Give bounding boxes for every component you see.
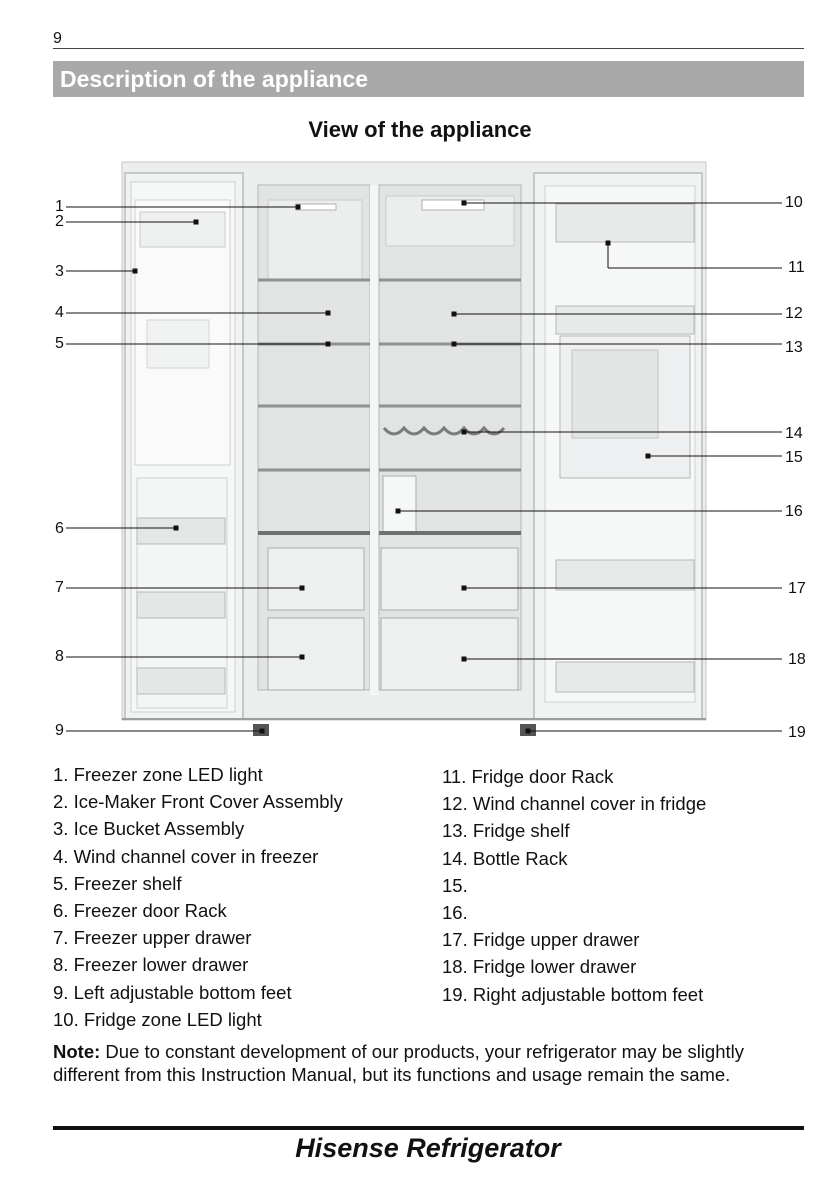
- callout-19: 19: [788, 724, 806, 741]
- list-item: 6. Freezer door Rack: [53, 900, 227, 922]
- list-item: 14. Bottle Rack: [442, 847, 568, 869]
- callout-15: 15: [785, 449, 803, 466]
- fridge-door-rack-1: [555, 203, 695, 243]
- callout-17: 17: [788, 580, 806, 597]
- list-item: 18. Fridge lower drawer: [442, 956, 637, 978]
- page-number: 9: [53, 30, 62, 47]
- freezer-door-rack-3: [136, 667, 226, 695]
- bottom-divider: [53, 1126, 804, 1130]
- callout-9: 9: [55, 722, 64, 739]
- bottle-rack: [382, 425, 506, 436]
- figure-title: View of the appliance: [308, 117, 532, 142]
- list-item: 10. Fridge zone LED light: [53, 1008, 262, 1030]
- list-item: 17. Fridge upper drawer: [442, 929, 640, 951]
- freezer-door-rack-1: [136, 517, 226, 545]
- callout-7: 7: [55, 579, 64, 596]
- list-item: 1. Freezer zone LED light: [53, 764, 263, 785]
- note-text: Due to constant development of our produ…: [53, 1041, 744, 1085]
- freezer-upper-drawer: [267, 547, 365, 611]
- callout-6: 6: [55, 520, 64, 537]
- list-item: 3. Ice Bucket Assembly: [53, 818, 245, 840]
- callout-14: 14: [785, 425, 803, 442]
- list-item: 13. Fridge shelf: [442, 820, 570, 842]
- fridge-door-rack-2: [555, 305, 695, 335]
- callout-12: 12: [785, 305, 803, 322]
- parts-list-left: 1. Freezer zone LED light 2. Ice-Maker F…: [53, 761, 343, 1033]
- parts-list-right: 11. Fridge door Rack 12. Wind channel co…: [442, 763, 706, 1008]
- fridge-compartment: [378, 184, 522, 691]
- refrigerator-illustration: [66, 161, 782, 736]
- list-item: 19. Right adjustable bottom feet: [442, 983, 704, 1005]
- callout-3: 3: [55, 263, 64, 280]
- top-divider: [53, 48, 804, 49]
- list-item: 7. Freezer upper drawer: [53, 927, 252, 949]
- list-item: 15.: [442, 874, 468, 896]
- callout-1: 1: [55, 198, 64, 215]
- list-item: 16.: [442, 902, 468, 924]
- callout-10: 10: [785, 194, 803, 211]
- freezer-door-rack-2: [136, 591, 226, 619]
- fridge-lower-drawer: [380, 617, 519, 691]
- footer-brand: Hisense Refrigerator: [295, 1133, 561, 1163]
- fridge-container: [382, 475, 417, 534]
- fridge-door-rack-3: [555, 559, 695, 591]
- note-label: Note:: [53, 1041, 101, 1062]
- callout-11: 11: [788, 259, 805, 276]
- list-item: 8. Freezer lower drawer: [53, 954, 249, 976]
- list-item: 9. Left adjustable bottom feet: [53, 981, 292, 1003]
- section-title: Description of the appliance: [60, 66, 368, 92]
- callout-16: 16: [785, 503, 803, 520]
- callout-13: 13: [785, 339, 803, 356]
- section-header-bar: Description of the appliance: [53, 61, 804, 97]
- list-item: 2. Ice-Maker Front Cover Assembly: [53, 791, 343, 813]
- callout-18: 18: [788, 651, 806, 668]
- callout-2: 2: [55, 213, 64, 230]
- freezer-lower-drawer: [267, 617, 365, 691]
- list-item: 4. Wind channel cover in freezer: [53, 845, 319, 867]
- list-item: 11. Fridge door Rack: [442, 766, 614, 787]
- fridge-upper-drawer: [380, 547, 519, 611]
- callout-4: 4: [55, 304, 64, 321]
- note-paragraph: Note: Due to constant development of our…: [53, 1041, 793, 1086]
- list-item: 12. Wind channel cover in fridge: [442, 793, 707, 815]
- list-item: 5. Freezer shelf: [53, 872, 182, 894]
- callout-8: 8: [55, 648, 64, 665]
- callout-5: 5: [55, 335, 64, 352]
- fridge-door-rack-4: [555, 661, 695, 693]
